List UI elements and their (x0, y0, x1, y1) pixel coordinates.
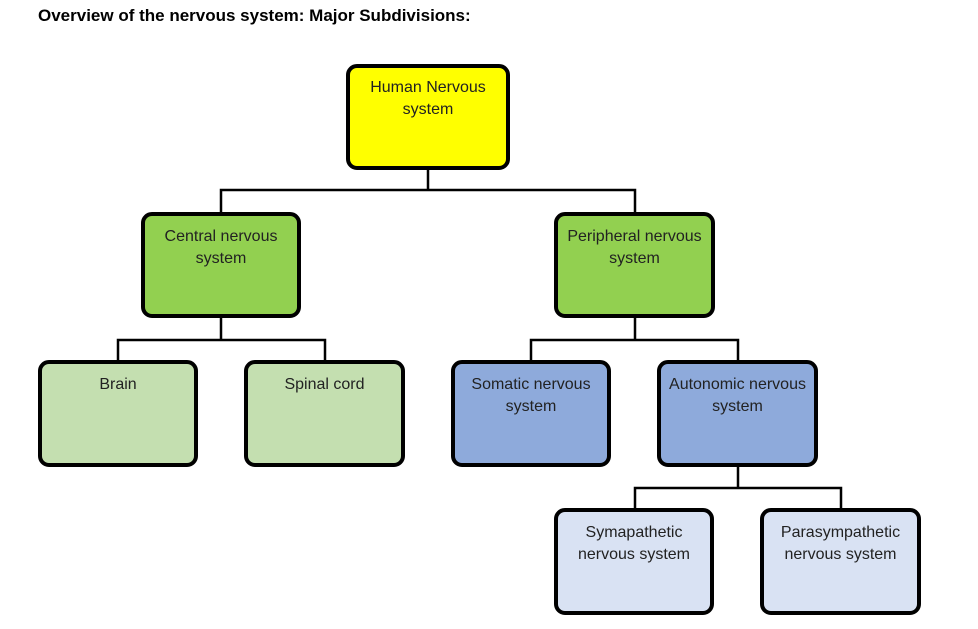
connector-autonomic-to-children (633, 465, 843, 510)
page-title: Overview of the nervous system: Major Su… (38, 6, 471, 25)
node-peripheral-nervous-system: Peripheral nervous system (554, 212, 715, 318)
node-brain: Brain (38, 360, 198, 467)
node-somatic-nervous-system: Somatic nervous system (451, 360, 611, 467)
node-human-nervous-system: Human Nervous system (346, 64, 510, 170)
connector-root-to-level1 (219, 168, 637, 214)
connector-peripheral-to-children (529, 316, 740, 362)
node-parasympathetic-nervous-system: Parasympathetic nervous system (760, 508, 921, 615)
node-central-nervous-system: Central nervous system (141, 212, 301, 318)
node-sympathetic-nervous-system: Symapathetic nervous system (554, 508, 714, 615)
node-spinal-cord: Spinal cord (244, 360, 405, 467)
node-autonomic-nervous-system: Autonomic nervous system (657, 360, 818, 467)
connector-central-to-children (116, 316, 327, 362)
